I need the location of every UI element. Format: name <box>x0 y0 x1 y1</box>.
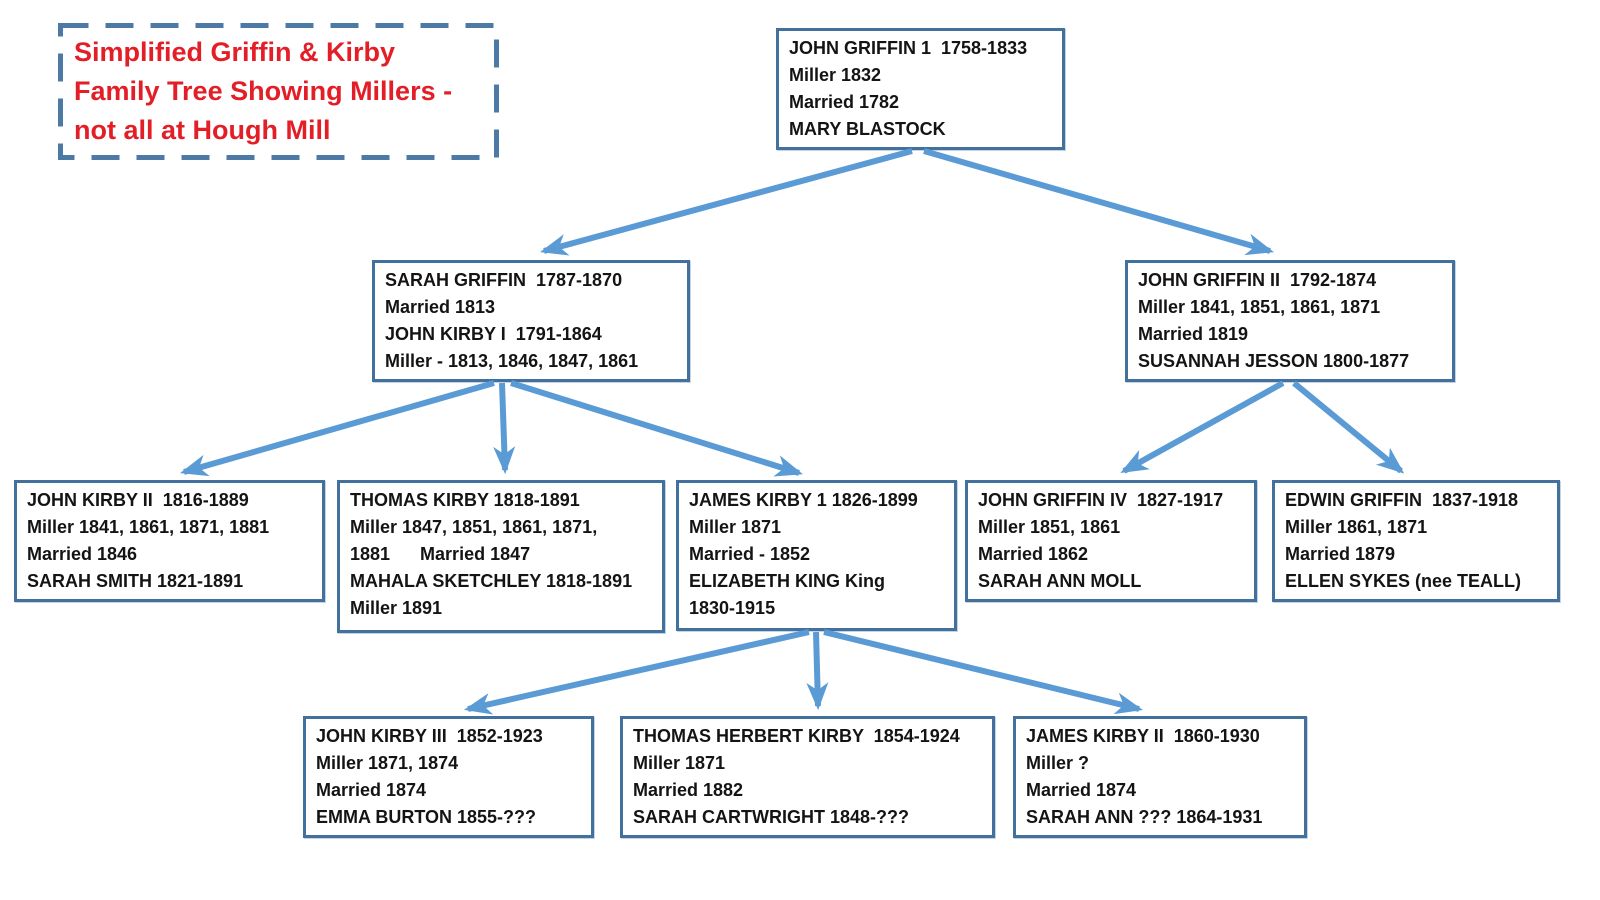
person-detail: 1881 Married 1847 <box>350 544 531 564</box>
node-edwin-griffin: EDWIN GRIFFIN 1837-1918 Miller 1861, 187… <box>1272 480 1560 602</box>
person-detail: Married 1862 <box>978 544 1089 564</box>
person-detail: Miller - 1813, 1846, 1847, 1861 <box>385 351 639 371</box>
person-detail: Married 1879 <box>1285 544 1396 564</box>
person-detail: 1830-1915 <box>689 598 776 618</box>
person-name: JAMES KIRBY 1 1826-1899 <box>689 490 918 510</box>
person-detail: Miller 1871, 1874 <box>316 753 459 773</box>
node-sarah-griffin: SARAH GRIFFIN 1787-1870 Married 1813 JOH… <box>372 260 690 382</box>
person-detail: Married 1813 <box>385 297 496 317</box>
edge-sarah-griffin-to-thomas-kirby <box>493 382 516 475</box>
person-detail: Miller 1847, 1851, 1861, 1871, <box>350 517 598 537</box>
person-name: JOHN GRIFFIN 1 1758-1833 <box>789 38 1028 58</box>
person-detail: JOHN KIRBY I 1791-1864 <box>385 324 602 344</box>
edge-james-kirby-1-to-thomas-herbert-kirby <box>806 631 829 711</box>
person-detail: Miller 1832 <box>789 65 882 85</box>
person-name: JOHN KIRBY II 1816-1889 <box>27 490 249 510</box>
person-detail: MAHALA SKETCHLEY 1818-1891 <box>350 571 633 591</box>
node-john-griffin-1: JOHN GRIFFIN 1 1758-1833 Miller 1832 Mar… <box>776 28 1065 150</box>
title-line-2: Family Tree Showing Millers - <box>74 76 453 106</box>
person-detail: SUSANNAH JESSON 1800-1877 <box>1138 351 1410 371</box>
person-detail: Married 1782 <box>789 92 900 112</box>
person-name: JOHN GRIFFIN IV 1827-1917 <box>978 490 1224 510</box>
person-name: JOHN GRIFFIN II 1792-1874 <box>1138 270 1377 290</box>
person-detail: EMMA BURTON 1855-??? <box>316 807 537 827</box>
person-name: JOHN KIRBY III 1852-1923 <box>316 726 543 746</box>
person-detail: Miller 1851, 1861 <box>978 517 1121 537</box>
diagram-title: Simplified Griffin & Kirby Family Tree S… <box>58 23 498 160</box>
edge-james-kirby-1-to-john-kirby-iii <box>463 629 810 715</box>
person-detail: Miller 1841, 1861, 1871, 1881 <box>27 517 270 537</box>
person-name: THOMAS KIRBY 1818-1891 <box>350 490 580 510</box>
person-detail: Married 1874 <box>1026 780 1137 800</box>
person-detail: Miller 1891 <box>350 598 443 618</box>
person-detail: MARY BLASTOCK <box>789 119 946 139</box>
person-detail: SARAH ANN MOLL <box>978 571 1142 591</box>
title-line-3: not all at Hough Mill <box>74 115 331 145</box>
edge-john-griffin-1-to-john-griffin-ii <box>923 148 1274 256</box>
node-john-griffin-ii: JOHN GRIFFIN II 1792-1874 Miller 1841, 1… <box>1125 260 1455 382</box>
person-name: EDWIN GRIFFIN 1837-1918 <box>1285 490 1519 510</box>
edge-john-griffin-ii-to-edwin-griffin <box>1292 380 1405 474</box>
edge-sarah-griffin-to-john-kirby-ii <box>180 380 495 477</box>
person-detail: Miller 1871 <box>633 753 726 773</box>
title-line-1: Simplified Griffin & Kirby <box>74 37 396 67</box>
person-detail: Miller 1861, 1871 <box>1285 517 1428 537</box>
node-thomas-kirby: THOMAS KIRBY 1818-1891 Miller 1847, 1851… <box>337 480 665 633</box>
person-name: JAMES KIRBY II 1860-1930 <box>1026 726 1260 746</box>
person-detail: Miller 1841, 1851, 1861, 1871 <box>1138 297 1381 317</box>
edge-sarah-griffin-to-james-kirby-1 <box>510 380 803 477</box>
node-john-kirby-ii: JOHN KIRBY II 1816-1889 Miller 1841, 186… <box>14 480 325 602</box>
node-james-kirby-ii: JAMES KIRBY II 1860-1930 Miller ? Marrie… <box>1013 716 1307 838</box>
node-john-griffin-iv: JOHN GRIFFIN IV 1827-1917 Miller 1851, 1… <box>965 480 1257 602</box>
edge-james-kirby-1-to-james-kirby-ii <box>823 629 1144 715</box>
person-detail: Miller ? <box>1026 753 1090 773</box>
node-john-kirby-iii: JOHN KIRBY III 1852-1923 Miller 1871, 18… <box>303 716 594 838</box>
person-detail: Married 1874 <box>316 780 427 800</box>
person-detail: Married - 1852 <box>689 544 811 564</box>
node-james-kirby-1: JAMES KIRBY 1 1826-1899 Miller 1871 Marr… <box>676 480 957 631</box>
person-detail: Miller 1871 <box>689 517 782 537</box>
person-detail: Married 1846 <box>27 544 138 564</box>
person-detail: ELIZABETH KING King <box>689 571 885 591</box>
person-detail: Married 1819 <box>1138 324 1249 344</box>
person-detail: SARAH ANN ??? 1864-1931 <box>1026 807 1263 827</box>
person-detail: SARAH CARTWRIGHT 1848-??? <box>633 807 910 827</box>
person-detail: SARAH SMITH 1821-1891 <box>27 571 244 591</box>
person-detail: Married 1882 <box>633 780 744 800</box>
edge-john-griffin-1-to-sarah-griffin <box>540 148 913 256</box>
node-thomas-herbert-kirby: THOMAS HERBERT KIRBY 1854-1924 Miller 18… <box>620 716 995 838</box>
person-name: SARAH GRIFFIN 1787-1870 <box>385 270 623 290</box>
person-detail: ELLEN SYKES (nee TEALL) <box>1285 571 1522 591</box>
edge-john-griffin-ii-to-john-griffin-iv <box>1120 380 1285 474</box>
person-name: THOMAS HERBERT KIRBY 1854-1924 <box>633 726 960 746</box>
